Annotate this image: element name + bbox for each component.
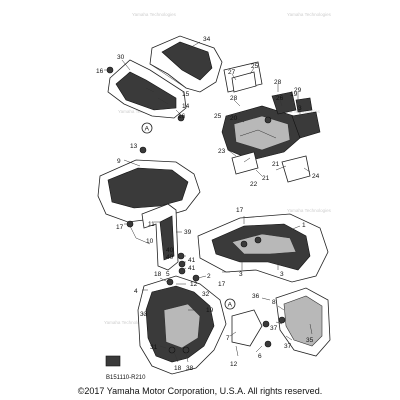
callout-3: 3 xyxy=(298,105,302,112)
callout-28: 28 xyxy=(230,95,238,102)
callout-41: 41 xyxy=(188,257,196,264)
reference-marker-label: A xyxy=(228,302,233,309)
callout-16: 16 xyxy=(178,113,186,120)
part-front-fender xyxy=(197,213,329,283)
part-front-panel xyxy=(107,59,187,119)
part-lower-front-body xyxy=(137,275,263,375)
callout-15: 15 xyxy=(182,91,190,98)
callout-25: 25 xyxy=(214,113,222,120)
callout-19: 19 xyxy=(290,91,298,98)
callout-28: 28 xyxy=(274,79,282,86)
reference-marker-group: A A xyxy=(141,122,236,310)
watermark: Yamaha Technologies xyxy=(287,208,332,213)
callout-17: 17 xyxy=(116,224,124,231)
callout-17: 17 xyxy=(218,281,226,288)
callout-12: 12 xyxy=(190,281,198,288)
label-icon xyxy=(105,355,121,367)
callout-5: 5 xyxy=(166,271,170,278)
callout-20: 20 xyxy=(230,115,238,122)
callout-39: 39 xyxy=(184,229,192,236)
watermark: Yamaha Technologies xyxy=(118,109,163,114)
callout-26: 26 xyxy=(276,95,284,102)
callout-30: 30 xyxy=(117,54,125,61)
callouts: 34 30 16 15 14 16 13 9 17 11 10 39 40 40… xyxy=(96,36,320,372)
watermark: Yamaha Technologies xyxy=(287,12,332,17)
callout-11: 11 xyxy=(148,221,155,228)
part-side-guard xyxy=(275,287,331,357)
callout-10: 10 xyxy=(146,238,154,245)
part-front-cover-top xyxy=(149,35,223,93)
callout-9: 9 xyxy=(117,158,121,165)
callout-7: 7 xyxy=(226,335,230,342)
callout-27: 27 xyxy=(228,69,236,76)
part-fender-bracket xyxy=(141,203,179,271)
callout-38: 38 xyxy=(186,365,194,372)
part-rear-fender xyxy=(97,159,201,245)
callout-18: 18 xyxy=(174,365,182,372)
callout-35: 35 xyxy=(306,337,314,344)
watermark: Yamaha Technologies xyxy=(104,320,149,325)
callout-18: 18 xyxy=(154,271,162,278)
callout-36: 36 xyxy=(252,293,260,300)
callout-17: 17 xyxy=(236,207,244,214)
callout-3: 3 xyxy=(239,271,243,278)
callout-33: 33 xyxy=(140,311,148,318)
callout-19: 19 xyxy=(206,307,214,314)
callout-12: 12 xyxy=(230,361,238,368)
callout-13: 13 xyxy=(130,143,138,150)
reference-marker-label: A xyxy=(145,126,150,133)
callout-22: 22 xyxy=(250,181,258,188)
copyright-text: ©2017 Yamaha Motor Corporation, U.S.A. A… xyxy=(78,386,322,396)
diagram-code-block: B151110-R210 xyxy=(105,355,146,381)
callout-24: 24 xyxy=(312,173,320,180)
diagram-code: B151110-R210 xyxy=(106,375,146,381)
callout-25: 25 xyxy=(251,63,259,70)
callout-40: 40 xyxy=(166,254,174,261)
watermark: Yamaha Technologies xyxy=(132,12,177,17)
callout-16: 16 xyxy=(96,68,104,75)
callout-8: 8 xyxy=(272,299,276,306)
reference-marker-circle xyxy=(141,122,153,134)
callout-32: 32 xyxy=(202,291,210,298)
callout-1: 1 xyxy=(302,222,306,229)
callout-37: 37 xyxy=(284,343,292,350)
callout-3: 3 xyxy=(280,271,284,278)
callout-4: 4 xyxy=(134,288,138,295)
reference-marker-circle xyxy=(224,298,236,310)
callout-34: 34 xyxy=(203,36,211,43)
callout-37: 37 xyxy=(270,325,278,332)
callout-23: 23 xyxy=(218,148,226,155)
callout-40: 40 xyxy=(166,247,174,254)
callout-21: 21 xyxy=(262,175,270,182)
part-battery-box xyxy=(221,61,321,183)
callout-41: 41 xyxy=(188,265,196,272)
callout-31: 31 xyxy=(150,344,158,351)
callout-2: 2 xyxy=(207,273,211,280)
callout-29: 29 xyxy=(294,87,302,94)
leader-lines xyxy=(104,41,313,363)
callout-21: 21 xyxy=(272,161,280,168)
callout-6: 6 xyxy=(258,353,262,360)
callout-14: 14 xyxy=(182,103,190,110)
